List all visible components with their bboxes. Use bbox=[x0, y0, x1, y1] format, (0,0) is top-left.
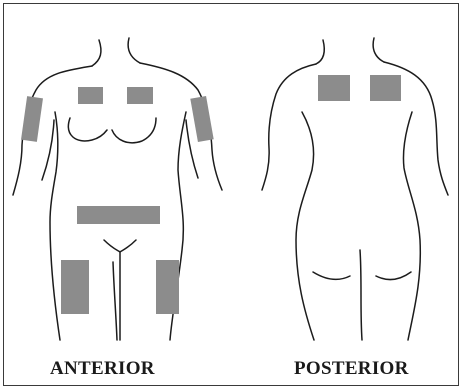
site-anterior-right-chest bbox=[127, 87, 153, 104]
anterior-left-inner-arm bbox=[42, 120, 54, 180]
posterior-neck-left bbox=[316, 40, 324, 64]
posterior-left-torso bbox=[296, 112, 314, 340]
anterior-neck-left bbox=[92, 40, 101, 66]
anterior-left-breast bbox=[68, 118, 107, 141]
posterior-neck-right bbox=[373, 38, 384, 62]
anterior-groin bbox=[104, 240, 136, 252]
posterior-left-buttock bbox=[313, 272, 350, 279]
posterior-inner-legs bbox=[360, 250, 362, 340]
posterior-right-torso bbox=[403, 112, 420, 340]
posterior-figure bbox=[262, 38, 448, 340]
posterior-right-buttock bbox=[376, 272, 411, 279]
site-anterior-left-upper-arm bbox=[21, 96, 43, 142]
site-anterior-left-thigh bbox=[61, 260, 89, 314]
site-anterior-abdomen bbox=[77, 206, 160, 224]
anterior-inner-leg-left bbox=[113, 262, 117, 340]
site-anterior-right-upper-arm bbox=[190, 96, 213, 142]
site-anterior-right-thigh bbox=[156, 260, 179, 314]
site-posterior-left-shoulder bbox=[318, 75, 350, 101]
posterior-label: POSTERIOR bbox=[294, 358, 409, 380]
anterior-label: ANTERIOR bbox=[50, 358, 155, 380]
anterior-figure bbox=[13, 38, 222, 340]
site-anterior-left-chest bbox=[78, 87, 103, 104]
anterior-right-breast bbox=[112, 118, 156, 143]
posterior-left-outline bbox=[262, 64, 316, 190]
site-posterior-right-shoulder bbox=[370, 75, 401, 101]
anterior-neck-right bbox=[128, 38, 140, 63]
